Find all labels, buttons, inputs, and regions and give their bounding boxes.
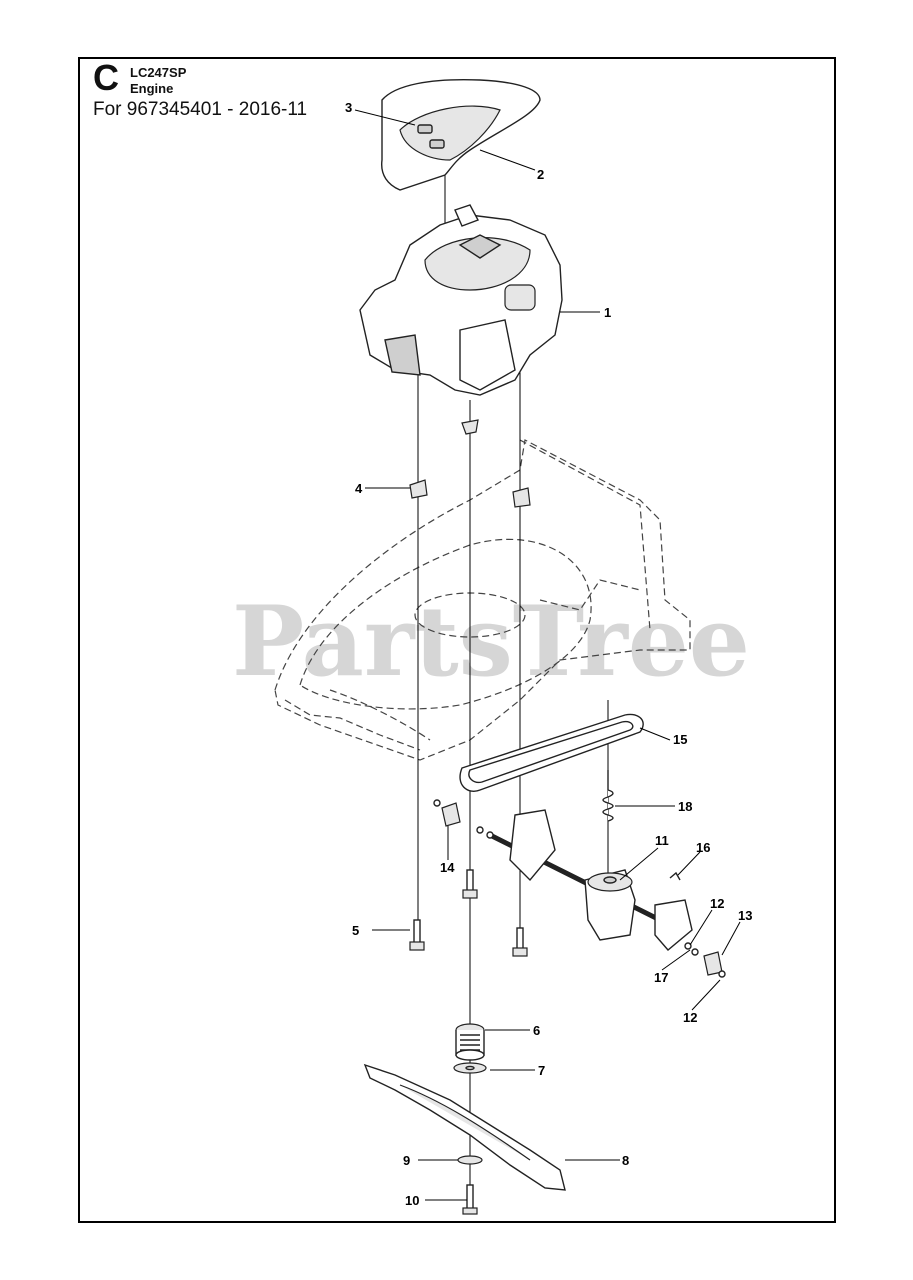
callout-labels: 3 2 1 4 5 6 7 8 9 10 11 12 13 14 15 16 1… bbox=[345, 100, 752, 1208]
callout-6[interactable]: 6 bbox=[533, 1023, 540, 1038]
drive-belt-part[interactable] bbox=[459, 713, 644, 792]
spring-part[interactable] bbox=[602, 770, 614, 822]
callout-18[interactable]: 18 bbox=[678, 799, 692, 814]
callout-13[interactable]: 13 bbox=[738, 908, 752, 923]
blade-bolt-part[interactable] bbox=[457, 1155, 483, 1215]
callout-14[interactable]: 14 bbox=[440, 860, 455, 875]
wheel-adapter-part[interactable] bbox=[433, 799, 726, 978]
section-letter: C bbox=[93, 57, 119, 98]
callout-17[interactable]: 17 bbox=[654, 970, 668, 985]
engine-bolt-part[interactable] bbox=[409, 869, 528, 957]
leader-lines bbox=[354, 109, 741, 1201]
callout-4[interactable]: 4 bbox=[355, 481, 363, 496]
callout-7[interactable]: 7 bbox=[538, 1063, 545, 1078]
callout-1[interactable]: 1 bbox=[604, 305, 611, 320]
clip-part[interactable] bbox=[669, 871, 681, 881]
model-number: LC247SP bbox=[130, 65, 187, 80]
engine-cover-part[interactable] bbox=[381, 78, 541, 191]
blade-washer-part[interactable] bbox=[453, 1062, 487, 1074]
blade-adapter-part[interactable] bbox=[455, 1023, 485, 1061]
callout-16[interactable]: 16 bbox=[696, 840, 710, 855]
serial-line: For 967345401 - 2016-11 bbox=[93, 99, 308, 120]
section-title: Engine bbox=[130, 81, 174, 96]
watermark: PartsTree bbox=[232, 585, 750, 698]
engine-part[interactable] bbox=[359, 204, 563, 396]
callout-2[interactable]: 2 bbox=[537, 167, 544, 182]
callout-5[interactable]: 5 bbox=[352, 923, 359, 938]
diagram-frame bbox=[78, 57, 836, 1223]
callout-9[interactable]: 9 bbox=[403, 1153, 410, 1168]
callout-15[interactable]: 15 bbox=[673, 732, 687, 747]
transmission-part[interactable] bbox=[488, 809, 693, 951]
blade-part[interactable] bbox=[363, 1063, 566, 1191]
callout-12-upper[interactable]: 12 bbox=[710, 896, 724, 911]
grommet-part[interactable] bbox=[409, 419, 531, 508]
callout-3[interactable]: 3 bbox=[345, 100, 352, 115]
callout-11[interactable]: 11 bbox=[655, 833, 669, 848]
callout-8[interactable]: 8 bbox=[622, 1153, 629, 1168]
callout-12-lower[interactable]: 12 bbox=[683, 1010, 697, 1025]
callout-10[interactable]: 10 bbox=[405, 1193, 419, 1208]
